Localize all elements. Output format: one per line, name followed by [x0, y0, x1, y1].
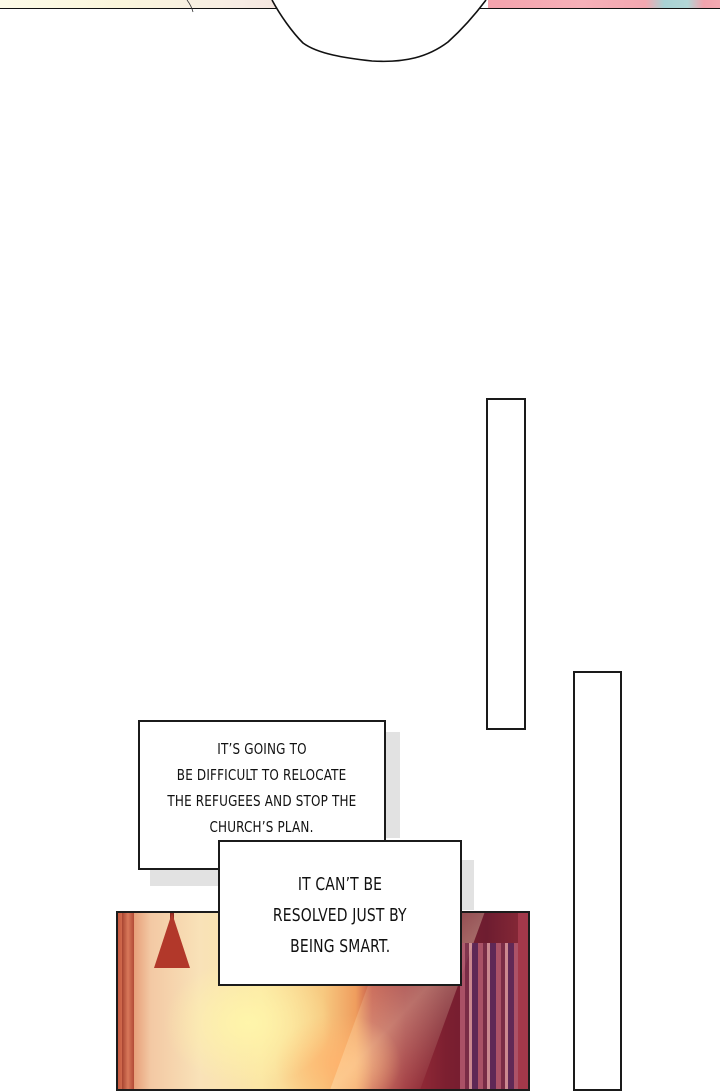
narration-line: IT CAN’T BE	[297, 873, 383, 895]
narration-line: RESOLVED JUST BY	[273, 904, 407, 926]
empty-panel-frame	[486, 398, 526, 730]
narration-line: BE DIFFICULT TO RELOCATE	[177, 766, 347, 784]
narration-box-2: IT CAN’T BE RESOLVED JUST BY BEING SMART…	[218, 840, 462, 986]
hanging-lamp-icon	[154, 913, 190, 968]
bookshelf	[460, 943, 520, 1089]
speech-bubble-tail	[186, 0, 487, 63]
window-frame-right	[518, 913, 528, 1089]
narration-line: BEING SMART.	[289, 935, 391, 957]
narration-box-shadow	[462, 860, 474, 910]
window-frame-left	[122, 913, 134, 1089]
narration-line: CHURCH’S PLAN.	[209, 818, 315, 836]
panel-art-left	[0, 0, 300, 9]
narration-line: THE REFUGEES AND STOP THE	[167, 792, 357, 810]
narration-box-shadow	[150, 870, 218, 886]
narration-box-shadow	[386, 732, 400, 838]
narration-line: IT’S GOING TO	[217, 740, 307, 758]
panel-art-right	[488, 0, 720, 9]
empty-panel-frame	[573, 671, 622, 1091]
